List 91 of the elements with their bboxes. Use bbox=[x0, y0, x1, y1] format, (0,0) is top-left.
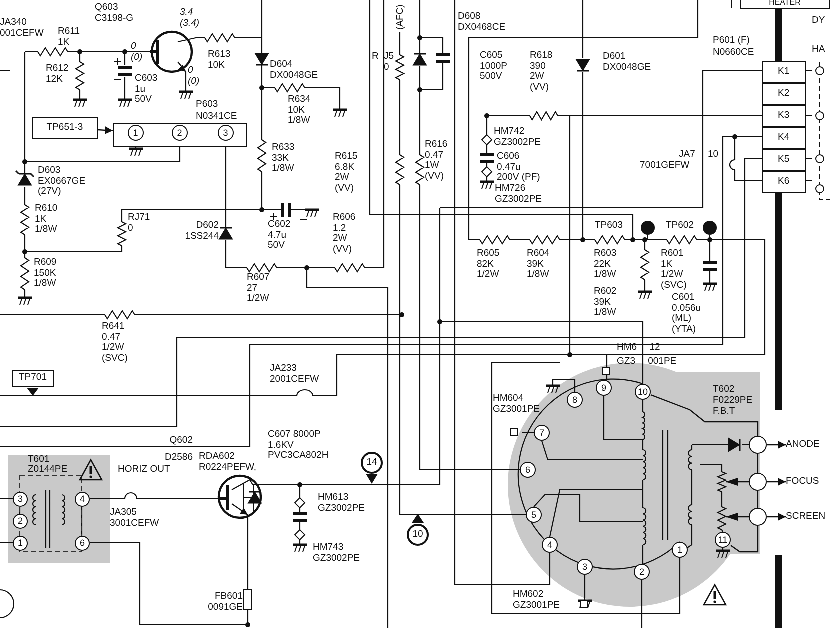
output-label: FOCUS bbox=[786, 476, 826, 488]
arrow bbox=[98, 126, 114, 134]
voltage-label: 0 (0) bbox=[188, 66, 200, 87]
part-label: D603 EX0667GE (27V) bbox=[38, 166, 86, 198]
part-label: C605 1000P 500V bbox=[480, 51, 508, 82]
voltage-label: 3.4 (3.4) bbox=[180, 8, 200, 29]
part-label: HM602 GZ3001PE bbox=[513, 590, 560, 611]
arrow bbox=[767, 513, 786, 521]
part-label: HM613 GZ3002PE bbox=[318, 493, 365, 514]
wire bbox=[650, 394, 759, 436]
signal-label: (AFC) bbox=[396, 4, 406, 30]
pin-marker: 3 bbox=[218, 124, 234, 141]
transformer-label: F.B.T bbox=[713, 407, 736, 418]
connector-label: P603 bbox=[196, 100, 218, 110]
part-label: C606 0.47u bbox=[497, 152, 521, 173]
part-label: JA233 2001CEFW bbox=[270, 364, 320, 385]
part-label: R634 10K 1/8W bbox=[288, 95, 311, 126]
part-label: R609 150K 1/8W bbox=[34, 258, 57, 290]
part-label: R611 1K bbox=[58, 27, 80, 48]
part-label: R618 390 2W (VV) bbox=[530, 51, 553, 93]
part-label: R604 39K 1/8W bbox=[527, 249, 550, 280]
output-terminal bbox=[749, 508, 767, 526]
transformer-label: Z0144PE bbox=[28, 465, 68, 476]
connector-label: N0660CE bbox=[713, 48, 754, 58]
output-label: SCREEN bbox=[786, 511, 828, 523]
part-label: R607 27 1/2W bbox=[247, 273, 270, 304]
part-label: JA340 001CEFW bbox=[0, 18, 44, 39]
part-label: HA bbox=[812, 45, 826, 56]
part-label: JA305 3001CEFW bbox=[110, 508, 160, 529]
test-point-tag: TP651-3 bbox=[32, 117, 98, 139]
arrow bbox=[767, 478, 786, 486]
part-label: D602 1SS244 bbox=[185, 221, 219, 242]
signal-label: Q602 bbox=[170, 436, 193, 446]
part-label: R633 33K 1/8W bbox=[272, 143, 295, 174]
part-label: 200V (PF) bbox=[497, 173, 540, 184]
connector-label: P601 (F) bbox=[713, 36, 750, 46]
voltage-label: 0 (0) bbox=[131, 42, 143, 63]
output-terminal bbox=[749, 473, 767, 491]
part-label: HM604 GZ3001PE bbox=[493, 394, 540, 415]
part-label: 7001GEFW bbox=[640, 161, 690, 172]
part-label: HM743 GZ3002PE bbox=[313, 543, 360, 564]
terminal-cell: K5 bbox=[762, 148, 806, 171]
part-label: R601 1K 1/2W (SVC) bbox=[661, 249, 687, 291]
part-label: JA7 10 bbox=[679, 150, 719, 160]
terminal-cell: K3 bbox=[762, 104, 806, 127]
test-point-tag: TP701 bbox=[12, 370, 54, 387]
part-label: Q603 C3198-G bbox=[95, 3, 134, 24]
part-label: R602 39K 1/8W bbox=[594, 287, 617, 318]
part-label: R603 22K 1/8W bbox=[594, 249, 617, 280]
part-label: C607 8000P 1.6KV PVC3CA802H bbox=[268, 430, 329, 462]
part-label: D2586 bbox=[165, 453, 193, 464]
page-connector-marker: 14 bbox=[361, 452, 383, 474]
part-label: D604 DX0048GE bbox=[270, 60, 318, 81]
transformer-label: T601 bbox=[28, 455, 50, 465]
part-label: HM742 GZ3002PE bbox=[494, 127, 541, 148]
part-label: C602 4.7u 50V bbox=[268, 220, 291, 252]
part-label: FB601 0091GE bbox=[208, 592, 243, 613]
terminal-cell: K2 bbox=[762, 82, 806, 105]
part-label: J5 0 bbox=[384, 52, 394, 73]
test-point-label: TP602 bbox=[666, 221, 694, 232]
wire bbox=[730, 526, 759, 553]
connector-label: N0341CE bbox=[196, 112, 238, 122]
part-label: C601 0.056u (ML) (YTA) bbox=[672, 293, 702, 335]
part-label: R610 1K 1/8W bbox=[35, 204, 58, 236]
transformer-label: T602 bbox=[713, 385, 735, 396]
output-terminal bbox=[749, 436, 767, 454]
part-label: HM726 GZ3002PE bbox=[495, 184, 542, 205]
part-label: C603 1u 50V bbox=[135, 74, 158, 106]
part-label: R615 6.8K 2W (VV) bbox=[335, 152, 358, 194]
transformer-label: F0229PE bbox=[713, 396, 753, 406]
part-label: R616 0.47 1W (VV) bbox=[425, 140, 448, 182]
part-label: R606 1.2 2W (VV) bbox=[333, 213, 356, 255]
output-label: ANODE bbox=[786, 439, 826, 451]
arrow bbox=[767, 441, 786, 449]
part-label: R641 0.47 1/2W (SVC) bbox=[102, 322, 128, 364]
part-label: D601 DX0048GE bbox=[603, 52, 652, 73]
part-label: DY bbox=[812, 16, 826, 26]
page-connector-marker: 10 bbox=[407, 524, 429, 546]
part-label: RDA602 R0224PEFW, bbox=[199, 452, 257, 473]
part-label: R bbox=[372, 52, 379, 62]
pin-marker: 1 bbox=[128, 124, 144, 141]
test-point-label: TP603 bbox=[595, 221, 623, 232]
part-label: R605 82K 1/2W bbox=[477, 249, 500, 280]
part-label: D608 DX0468CE bbox=[458, 12, 506, 33]
part-label: R613 10K bbox=[208, 50, 231, 71]
pin-marker: 2 bbox=[172, 124, 188, 141]
terminal-cell: K4 bbox=[762, 126, 806, 149]
part-label: HORIZ OUT bbox=[118, 465, 170, 476]
part-label: R612 12K bbox=[46, 64, 69, 85]
part-label: RJ71 0 bbox=[128, 213, 150, 234]
part-label: GZ3 001PE bbox=[617, 357, 677, 368]
